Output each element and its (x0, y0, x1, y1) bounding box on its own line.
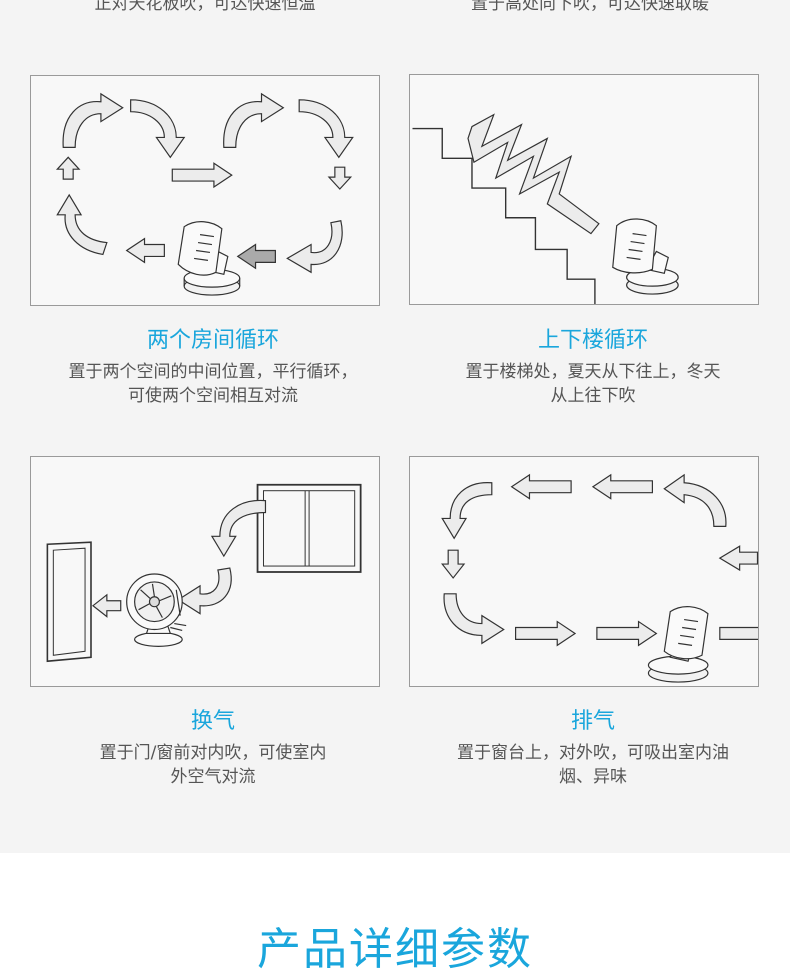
window-icon (256, 483, 362, 573)
left-arrow-icon (591, 473, 653, 500)
down-arrow-icon (327, 166, 353, 190)
curved-arrow-icon (298, 99, 354, 159)
card-title: 上下楼循环 (537, 328, 648, 353)
down-arrow-icon (441, 549, 466, 579)
left-arrow-icon (125, 237, 165, 264)
door-icon (46, 541, 92, 663)
left-arrow-icon (92, 593, 122, 618)
left-arrow-icon (236, 243, 276, 270)
card-description: 置于两个空间的中间位置，平行循环， 可使两个空间相互对流 (68, 362, 358, 406)
fan-device-icon (126, 573, 187, 647)
fan-device-icon (177, 221, 241, 296)
section-title: 产品详细参数 (257, 924, 533, 975)
curved-arrow-icon (663, 473, 727, 527)
top-caption-left: 正对天花板吹，可达快速恒温 (94, 0, 316, 14)
ventilation-illustration (30, 456, 380, 687)
fan-device-icon (612, 218, 679, 295)
left-arrow-icon (718, 545, 758, 572)
stairs-illustration (409, 74, 759, 305)
usage-scenarios-section: 正对天花板吹，可达快速恒温 置于高处向下吹，可达快速取暖 (0, 0, 790, 853)
curved-arrow-icon (223, 92, 285, 148)
curved-arrow-icon (443, 593, 505, 645)
stairs-outline (412, 127, 596, 304)
card-description: 置于楼梯处，夏天从下往上，冬天 从上往下吹 (465, 362, 721, 406)
top-caption-right: 置于高处向下吹，可达快速取暖 (471, 0, 709, 14)
card-title: 排气 (570, 709, 615, 734)
right-arrow-icon (719, 626, 758, 641)
exhaust-illustration (409, 456, 759, 687)
up-arrow-icon (55, 156, 81, 180)
curved-arrow-icon (62, 92, 124, 148)
card-description: 置于门/窗前对内吹，可使室内 外空气对流 (99, 743, 327, 787)
fan-device-icon (647, 606, 709, 683)
curved-arrow-icon (177, 567, 232, 615)
curved-arrow-icon (210, 499, 267, 558)
card-title: 换气 (190, 709, 235, 734)
curved-arrow-icon (56, 193, 108, 256)
curved-arrow-icon (441, 482, 493, 540)
left-arrow-icon (510, 473, 572, 500)
curved-arrow-icon (130, 99, 186, 159)
right-arrow-icon (171, 162, 233, 189)
zigzag-arrow-icon (467, 113, 600, 235)
curved-arrow-icon (286, 220, 343, 274)
right-arrow-icon (596, 620, 658, 647)
card-description: 置于窗台上，对外吹，可吸出室内油 烟、异味 (457, 743, 729, 787)
right-arrow-icon (515, 620, 577, 647)
two-rooms-illustration (30, 75, 380, 306)
card-title: 两个房间循环 (146, 328, 279, 353)
